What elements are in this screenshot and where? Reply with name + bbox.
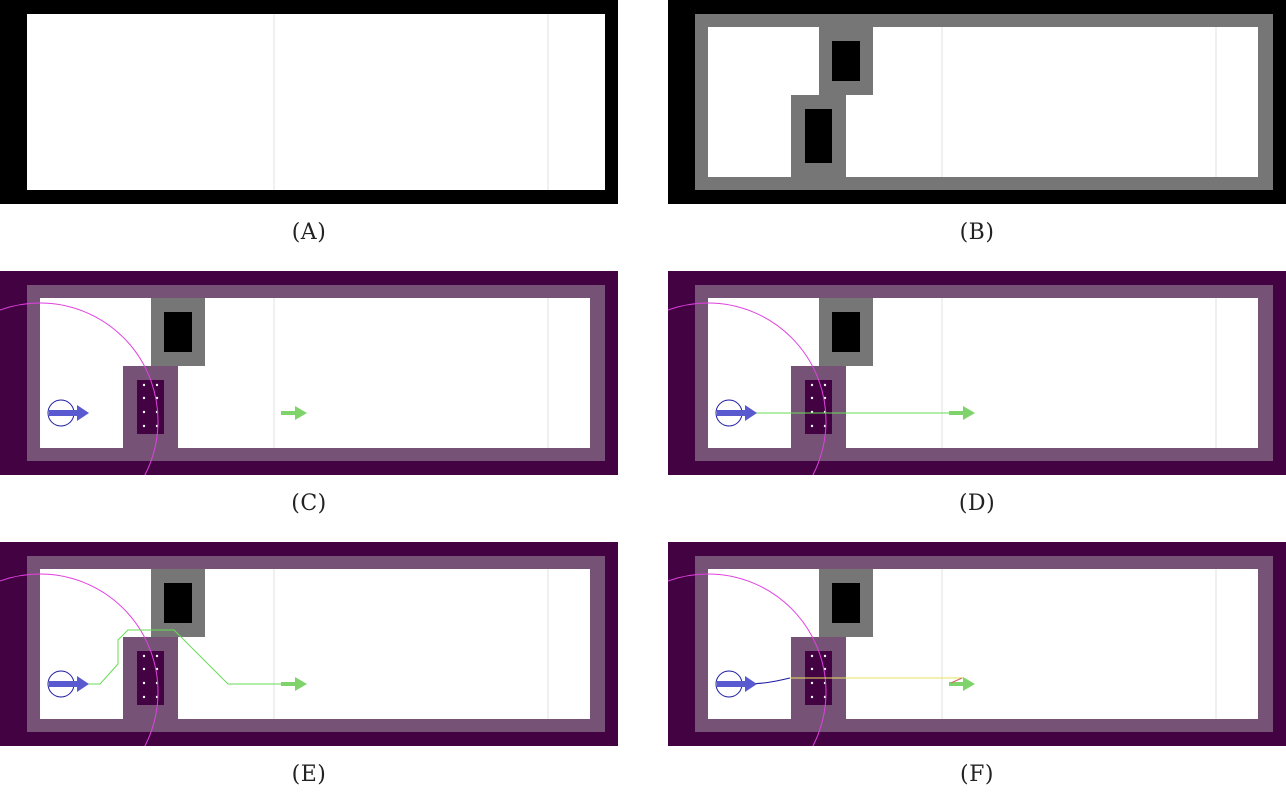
caption-e: (E) xyxy=(291,762,327,787)
panel-c xyxy=(0,271,618,475)
robot-heading-arrow-icon xyxy=(49,405,89,421)
panel-f xyxy=(668,542,1286,746)
sensor-range-arc xyxy=(668,302,827,475)
panel-f-costmap xyxy=(668,542,1286,746)
panel-a xyxy=(0,0,618,204)
obstacle-upper xyxy=(164,583,192,623)
robot-heading-arrow-icon xyxy=(717,405,757,421)
panel-b-map xyxy=(668,0,1286,204)
robot-heading-arrow-icon xyxy=(717,676,757,692)
caption-a: (A) xyxy=(291,220,327,245)
goal-arrow-icon xyxy=(949,406,975,420)
robot-heading-arrow-icon xyxy=(49,676,89,692)
obstacle-lower xyxy=(805,109,832,163)
free-space xyxy=(708,298,1258,448)
panel-b xyxy=(668,0,1286,204)
goal-arrow-icon xyxy=(949,677,975,691)
panel-d-costmap xyxy=(668,271,1286,475)
panel-c-costmap xyxy=(0,271,618,475)
free-space xyxy=(708,569,1258,719)
free-space xyxy=(27,14,605,190)
panel-e-costmap xyxy=(0,542,618,746)
lethal-obstacle-lower xyxy=(137,651,164,705)
obstacle-upper xyxy=(164,312,192,352)
lethal-obstacle-lower xyxy=(805,380,832,434)
caption-c: (C) xyxy=(291,491,327,516)
global-plan-path xyxy=(75,629,296,685)
panel-a-map xyxy=(0,0,618,204)
panel-e xyxy=(0,542,618,746)
lethal-obstacle-lower xyxy=(137,380,164,434)
sensor-range-arc xyxy=(0,302,159,475)
sensor-range-arc xyxy=(0,573,159,746)
caption-d: (D) xyxy=(958,491,996,516)
caption-b: (B) xyxy=(959,220,995,245)
caption-f: (F) xyxy=(960,762,994,787)
goal-arrow-icon xyxy=(281,406,307,420)
free-space xyxy=(40,298,590,448)
obstacle-upper xyxy=(832,583,860,623)
obstacle-upper xyxy=(832,312,860,352)
obstacle-upper xyxy=(832,41,860,81)
free-space xyxy=(40,569,590,719)
goal-arrow-icon xyxy=(281,677,307,691)
free-space xyxy=(708,27,1258,177)
panel-d xyxy=(668,271,1286,475)
goal-orientation-marker xyxy=(950,677,963,684)
sensor-range-arc xyxy=(668,573,827,746)
